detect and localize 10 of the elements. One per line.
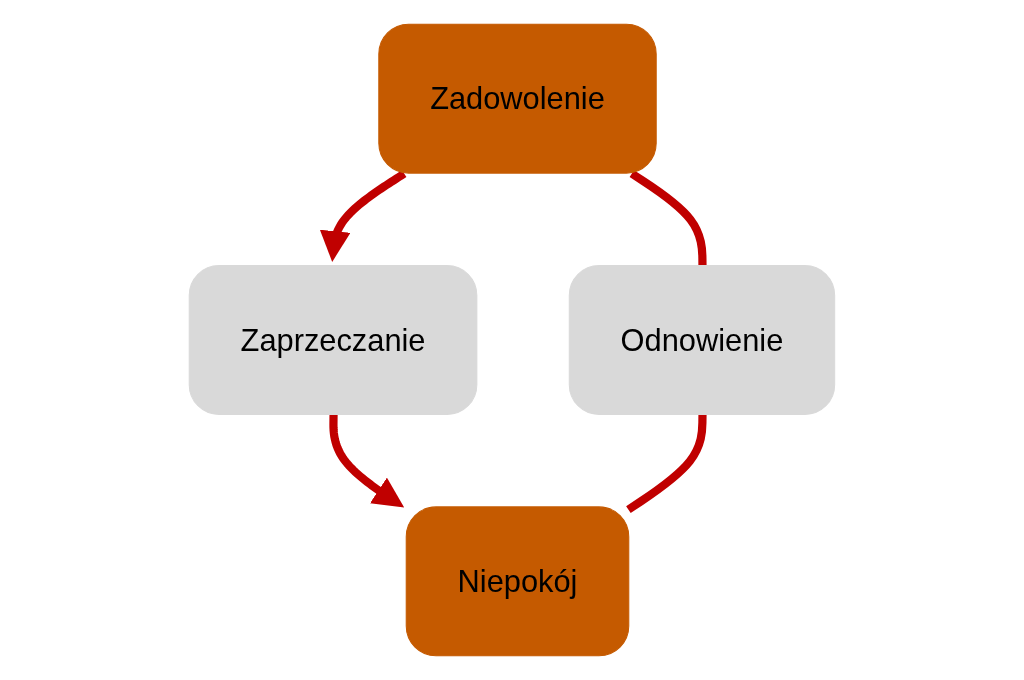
rounded-box [378,23,657,174]
arrow [329,413,405,508]
node-label: Odnowienie [620,322,784,359]
node-label: Zaprzeczanie [240,322,426,360]
rounded-box [188,265,478,415]
rounded-box [405,506,630,657]
rounded-box [568,265,836,415]
node-label: Zadowolenie [430,80,605,118]
connector-line [626,414,707,514]
node-label: Niepokój [457,563,578,601]
